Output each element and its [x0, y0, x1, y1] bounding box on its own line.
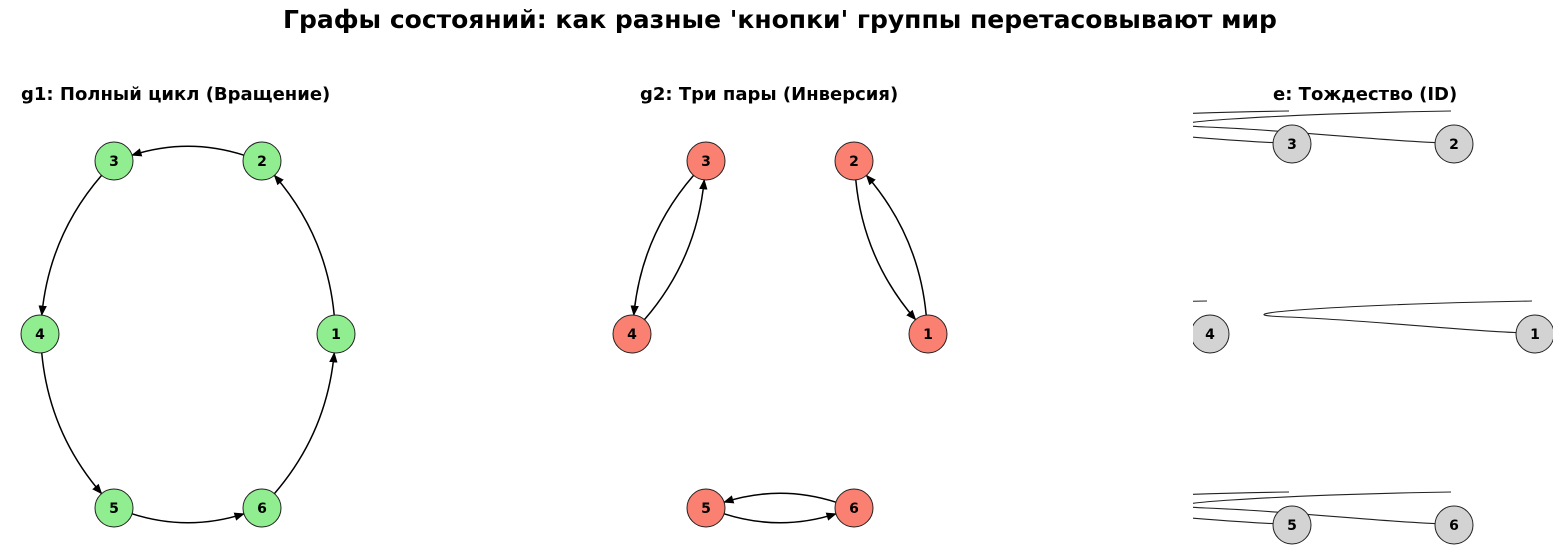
edge-2-3	[131, 145, 245, 157]
panel-title-e: e: Тождество (ID)	[1273, 84, 1458, 105]
node-1	[908, 314, 948, 354]
node-label: 4	[1205, 327, 1215, 343]
node-3	[686, 141, 726, 181]
node-label: 2	[257, 154, 267, 170]
node-label: 3	[1287, 137, 1297, 153]
edge-1-2	[865, 174, 927, 316]
node-6	[834, 488, 874, 528]
node-label: 3	[701, 154, 711, 170]
node-1	[1515, 314, 1553, 354]
node-label: 1	[1530, 327, 1540, 343]
node-label: 2	[849, 154, 859, 170]
edge-3-4	[38, 174, 103, 317]
node-label: 5	[109, 501, 119, 517]
panel-0: 1 2 3 4 5 6	[20, 141, 356, 528]
node-label: 2	[1449, 137, 1459, 153]
self-loop-edge	[1193, 110, 1290, 143]
node-label: 4	[627, 327, 637, 343]
self-loop-edge	[1263, 300, 1533, 333]
edge-3-4	[630, 174, 695, 317]
self-loop-edge	[1193, 110, 1452, 143]
node-1	[316, 314, 356, 354]
edge-6-5	[723, 492, 837, 504]
edge-4-3	[643, 178, 708, 321]
edge-5-6	[723, 512, 837, 524]
node-4	[1193, 314, 1230, 354]
figure-title: Графы состояний: как разные 'кнопки' гру…	[283, 5, 1277, 34]
node-label: 3	[109, 154, 119, 170]
node-3	[1272, 124, 1312, 164]
node-6	[242, 488, 282, 528]
edge-6-1	[273, 351, 338, 495]
edge-1-2	[273, 174, 335, 316]
node-2	[834, 141, 874, 181]
node-2	[242, 141, 282, 181]
panel-2: 1 2 3 4 5 6	[1193, 110, 1553, 545]
node-label: 5	[1287, 518, 1297, 534]
node-5	[1272, 505, 1312, 545]
node-6	[1434, 505, 1474, 545]
node-5	[94, 488, 134, 528]
node-label: 6	[1449, 518, 1459, 534]
edge-2-1	[855, 179, 917, 321]
node-label: 6	[257, 501, 267, 517]
node-3	[94, 141, 134, 181]
panel-title-g1: g1: Полный цикл (Вращение)	[21, 84, 331, 105]
edge-4-5	[41, 352, 103, 495]
node-4	[612, 314, 652, 354]
panel-title-g2: g2: Три пары (Инверсия)	[640, 84, 899, 105]
self-loop-edge	[1193, 491, 1452, 524]
node-5	[686, 488, 726, 528]
node-label: 6	[849, 501, 859, 517]
self-loop-edge	[1193, 300, 1208, 333]
node-2	[1434, 124, 1474, 164]
edge-5-6	[131, 512, 245, 524]
node-label: 1	[331, 327, 341, 343]
node-label: 1	[923, 327, 933, 343]
node-label: 5	[701, 501, 711, 517]
node-4	[20, 314, 60, 354]
self-loop-edge	[1193, 491, 1290, 524]
panel-1: 1 2 3 4 5 6	[612, 141, 948, 528]
node-label: 4	[35, 327, 45, 343]
